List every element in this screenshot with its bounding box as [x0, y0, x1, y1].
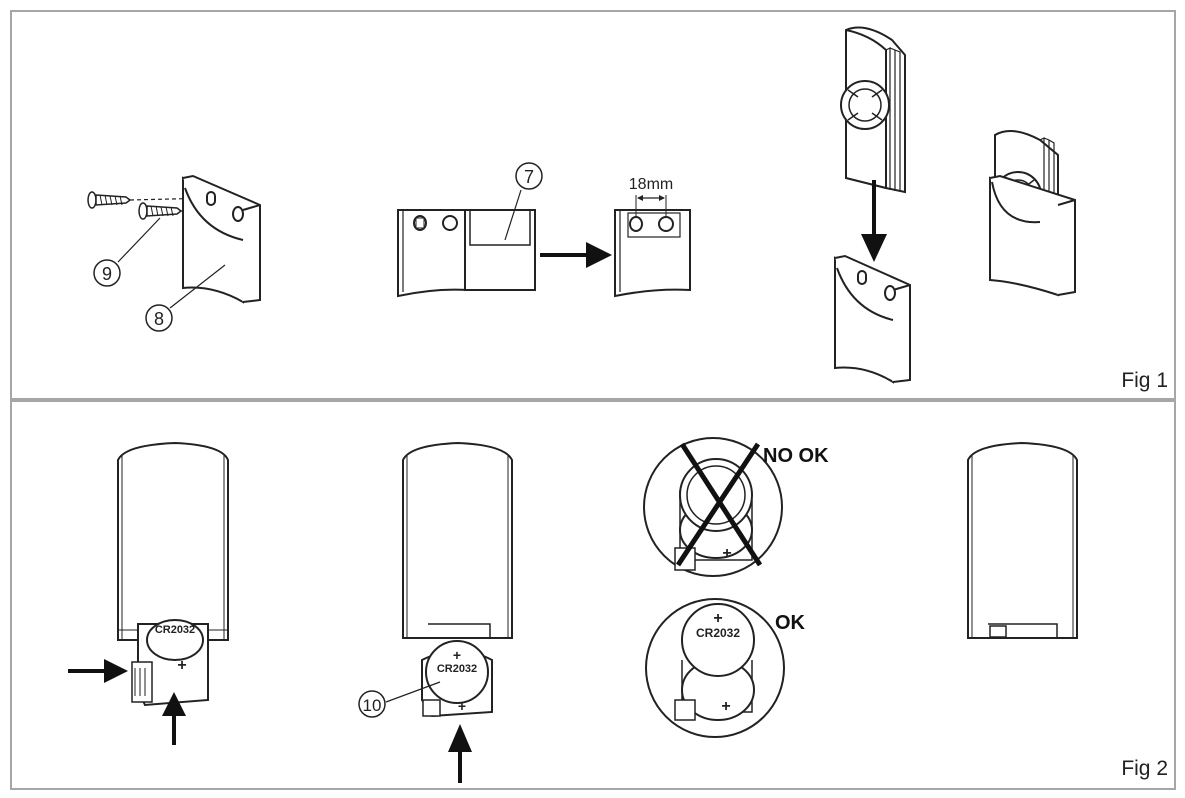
svg-text:10: 10	[363, 696, 382, 715]
wall-holder	[834, 254, 911, 384]
svg-text:+: +	[177, 657, 186, 674]
holder-measured	[614, 209, 691, 298]
arrow-up-icon	[162, 692, 186, 745]
screw-icon	[87, 191, 132, 209]
ok-label: OK	[775, 612, 806, 634]
mounted-remote	[989, 130, 1076, 297]
no-ok-label: NO OK	[763, 445, 829, 467]
battery-tray: CR2032 + +	[421, 640, 493, 718]
arrow-right-icon	[68, 659, 128, 683]
svg-text:+: +	[722, 545, 731, 562]
callout-9: 9	[93, 217, 161, 287]
remote-back	[967, 441, 1078, 639]
arrow-right-icon	[540, 242, 612, 268]
svg-text:+: +	[458, 698, 466, 714]
correct-orientation-detail: CR2032 + +	[645, 598, 785, 738]
callout-7: 7	[504, 162, 543, 241]
screw-icon	[138, 202, 183, 220]
template-card	[464, 209, 536, 291]
svg-text:+: +	[721, 698, 730, 715]
svg-text:18mm: 18mm	[629, 176, 673, 193]
remote-back	[402, 441, 513, 639]
remote-control	[840, 26, 906, 194]
wrong-orientation-detail: +	[643, 437, 783, 577]
holder-front	[397, 209, 469, 298]
battery-tray: CR2032 +	[131, 619, 209, 707]
svg-text:9: 9	[102, 264, 112, 284]
svg-text:CR2032: CR2032	[155, 624, 195, 636]
dimension-18mm: 18mm	[629, 176, 673, 218]
svg-text:8: 8	[154, 309, 164, 329]
cross-icon	[675, 442, 763, 567]
callout-10: 10	[358, 681, 441, 718]
svg-text:+: +	[453, 647, 461, 663]
fig2-label: Fig 2	[1121, 757, 1168, 780]
svg-text:CR2032: CR2032	[696, 626, 740, 640]
svg-text:+: +	[713, 610, 722, 627]
svg-text:7: 7	[524, 167, 534, 187]
svg-text:CR2032: CR2032	[437, 663, 477, 675]
arrow-up-icon	[448, 724, 472, 783]
remote-back	[117, 441, 229, 641]
arrow-down-icon	[861, 180, 887, 262]
wall-holder	[182, 174, 261, 304]
callout-8: 8	[145, 264, 226, 332]
fig1-label: Fig 1	[1121, 369, 1168, 392]
